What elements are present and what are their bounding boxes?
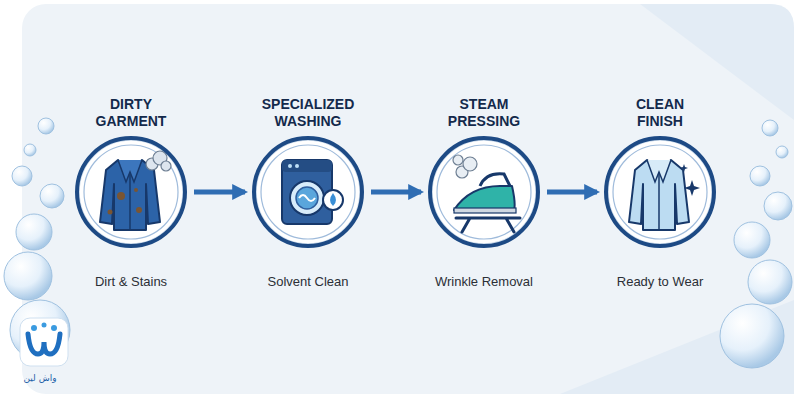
flow-arrow	[371, 190, 421, 195]
step-circle: SPECIALIZED WASHINGSolvent Clean	[252, 136, 364, 248]
dirty-coat	[100, 151, 171, 230]
step-caption: Solvent Clean	[228, 274, 388, 290]
washing-machine	[282, 160, 343, 224]
step-caption: Dirt & Stains	[51, 274, 211, 290]
step-heading: STEAM PRESSING	[409, 96, 559, 130]
bubbles	[4, 118, 792, 368]
step-caption: Ready to Wear	[580, 274, 740, 290]
step-heading: CLEAN FINISH	[585, 96, 735, 130]
panel	[22, 4, 794, 394]
logo-text: واش لین	[10, 372, 70, 384]
clean-coat	[629, 160, 700, 230]
step-circle: DIRTY GARMENTDirt & Stains	[75, 136, 187, 248]
steam-iron	[453, 155, 520, 232]
flow-arrow	[194, 190, 245, 195]
step-heading: DIRTY GARMENT	[56, 96, 206, 130]
step-circle: CLEAN FINISHReady to Wear	[604, 136, 716, 248]
step-circle: STEAM PRESSINGWrinkle Removal	[428, 136, 540, 248]
logo	[20, 318, 68, 366]
step-heading: SPECIALIZED WASHING	[233, 96, 383, 130]
step-caption: Wrinkle Removal	[404, 274, 564, 290]
flow-arrow	[547, 190, 597, 195]
